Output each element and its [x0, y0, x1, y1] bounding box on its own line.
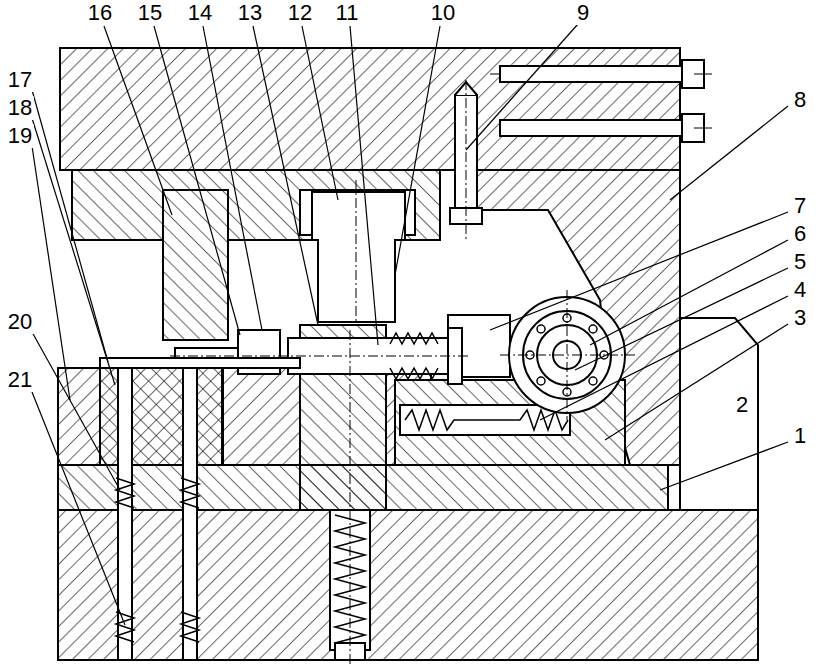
leader-lines	[32, 24, 788, 625]
callout-number: 15	[136, 1, 164, 25]
callout-number: 18	[6, 96, 34, 120]
callout-number: 10	[429, 1, 457, 25]
callout-number: 5	[792, 250, 808, 274]
callout-number: 7	[792, 194, 808, 218]
callout-number: 4	[792, 278, 808, 302]
callout-number: 13	[236, 1, 264, 25]
callout-number: 9	[575, 1, 591, 25]
callout-number: 17	[6, 68, 34, 92]
callout-number: 20	[6, 310, 34, 334]
callout-number: 16	[86, 1, 114, 25]
callout-number: 14	[186, 1, 214, 25]
callout-number: 12	[286, 1, 314, 25]
callout-number: 8	[792, 88, 808, 112]
callout-number: 11	[334, 1, 361, 25]
callout-number: 6	[792, 222, 808, 246]
callout-number: 2	[734, 393, 750, 417]
callout-number: 21	[6, 368, 34, 392]
callout-number: 1	[792, 424, 808, 448]
callout-number: 19	[6, 124, 34, 148]
callout-number: 3	[792, 306, 808, 330]
